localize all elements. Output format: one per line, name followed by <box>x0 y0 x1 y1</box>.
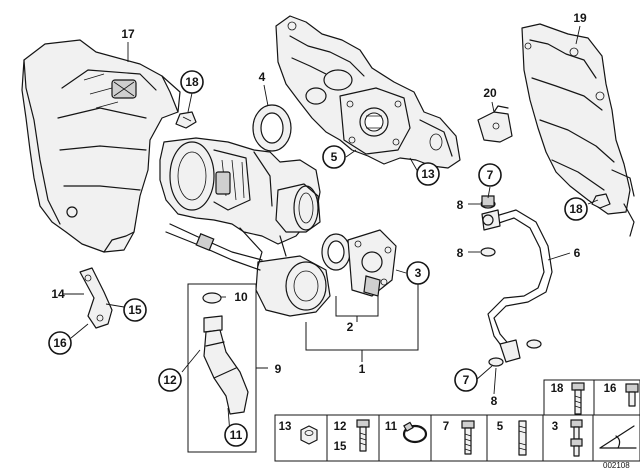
svg-text:14: 14 <box>51 287 65 301</box>
gasket-part-4 <box>252 104 292 152</box>
callout-19: 19 <box>573 11 587 25</box>
callout-20: 20 <box>483 86 497 100</box>
svg-text:8: 8 <box>491 394 498 408</box>
svg-text:2: 2 <box>347 320 354 334</box>
hose-clamp-icon <box>402 421 428 444</box>
svg-text:12: 12 <box>163 373 177 387</box>
svg-text:10: 10 <box>234 290 248 304</box>
hardware-table: 18 16 13 12 15 <box>274 379 640 470</box>
svg-text:9: 9 <box>275 362 282 376</box>
callout-5: 5 <box>322 145 346 169</box>
svg-text:18: 18 <box>185 75 199 89</box>
table-cell-13: 13 <box>279 421 318 445</box>
svg-text:5: 5 <box>497 421 504 433</box>
svg-text:11: 11 <box>385 421 398 433</box>
svg-text:17: 17 <box>121 27 135 41</box>
svg-text:15: 15 <box>128 303 142 317</box>
pipe-clip-part-14 <box>79 267 113 329</box>
svg-text:19: 19 <box>573 11 587 25</box>
nut-icon <box>300 425 318 445</box>
short-bolt-icon <box>625 383 639 407</box>
svg-text:3: 3 <box>552 421 558 433</box>
svg-text:3: 3 <box>415 266 422 280</box>
table-cell-18: 18 <box>551 382 585 415</box>
callout-15: 15 <box>123 298 147 322</box>
diagram-id: 002108 <box>603 461 630 470</box>
oil-feed-pipe-part-12 <box>202 292 249 415</box>
callout-14: 14 <box>51 287 65 301</box>
table-cell-angle-symbol <box>599 425 637 449</box>
callout-18-right: 18 <box>564 197 588 221</box>
bolt-icon <box>356 419 370 452</box>
callout-7-upper: 7 <box>478 163 502 187</box>
svg-text:18: 18 <box>569 202 583 216</box>
heat-shield-part-17 <box>21 39 181 253</box>
torque-angle-icon <box>599 425 637 449</box>
callout-7-lower: 7 <box>454 368 478 392</box>
table-cell-11: 11 <box>385 421 428 444</box>
stud-bolt-icon <box>461 420 475 455</box>
callout-9: 9 <box>275 362 282 376</box>
svg-text:16: 16 <box>53 336 67 350</box>
callout-18-left: 18 <box>180 70 204 94</box>
svg-text:18: 18 <box>551 383 564 395</box>
assembly-brackets <box>187 283 419 453</box>
callout-2: 2 <box>347 320 354 334</box>
callout-10: 10 <box>234 290 248 304</box>
double-bolt-icon <box>570 419 583 457</box>
svg-text:7: 7 <box>463 373 470 387</box>
svg-text:8: 8 <box>457 198 464 212</box>
svg-text:12: 12 <box>334 421 347 433</box>
long-bolt-icon <box>571 382 585 415</box>
svg-text:16: 16 <box>604 383 617 395</box>
svg-text:13: 13 <box>421 167 435 181</box>
shield-screw-part-18-right <box>591 193 611 209</box>
callout-12: 12 <box>158 368 182 392</box>
callout-3: 3 <box>406 261 430 285</box>
svg-text:15: 15 <box>334 441 347 453</box>
svg-text:8: 8 <box>457 246 464 260</box>
svg-text:1: 1 <box>359 362 366 376</box>
svg-text:4: 4 <box>259 70 266 84</box>
oil-pipe-part-6 <box>481 209 553 363</box>
callout-16: 16 <box>48 331 72 355</box>
heat-shield-part-19 <box>521 23 635 237</box>
bracket-part-20 <box>477 105 513 143</box>
table-cell-7: 7 <box>443 420 475 455</box>
turbocharger-part <box>159 137 331 317</box>
svg-text:7: 7 <box>443 421 449 433</box>
callout-4: 4 <box>259 70 266 84</box>
callout-6: 6 <box>574 246 581 260</box>
callout-1: 1 <box>359 362 366 376</box>
shield-screw-part-18-left <box>175 111 197 129</box>
table-cell-16: 16 <box>604 383 639 407</box>
callout-8-upper: 8 <box>457 198 464 212</box>
svg-text:20: 20 <box>483 86 497 100</box>
callout-17: 17 <box>121 27 135 41</box>
callout-11: 11 <box>224 423 248 447</box>
callout-8-middle: 8 <box>457 246 464 260</box>
svg-text:5: 5 <box>331 150 338 164</box>
callout-13: 13 <box>416 162 440 186</box>
svg-text:7: 7 <box>487 168 494 182</box>
flange-part-3 <box>321 229 397 297</box>
svg-text:13: 13 <box>279 421 292 433</box>
part-callouts: 17 18 4 5 13 19 20 7 8 8 18 6 3 2 1 14 1… <box>48 11 588 447</box>
table-cell-3: 3 <box>552 419 583 457</box>
table-cell-5: 5 <box>497 420 527 456</box>
exhaust-manifold-part-5 <box>275 15 461 169</box>
svg-text:6: 6 <box>574 246 581 260</box>
svg-text:11: 11 <box>230 428 243 442</box>
stud-icon <box>518 420 527 456</box>
table-cell-12-15: 12 15 <box>334 419 370 453</box>
banjo-fittings-part-7-8 <box>480 195 542 367</box>
callout-8-lower: 8 <box>491 394 498 408</box>
